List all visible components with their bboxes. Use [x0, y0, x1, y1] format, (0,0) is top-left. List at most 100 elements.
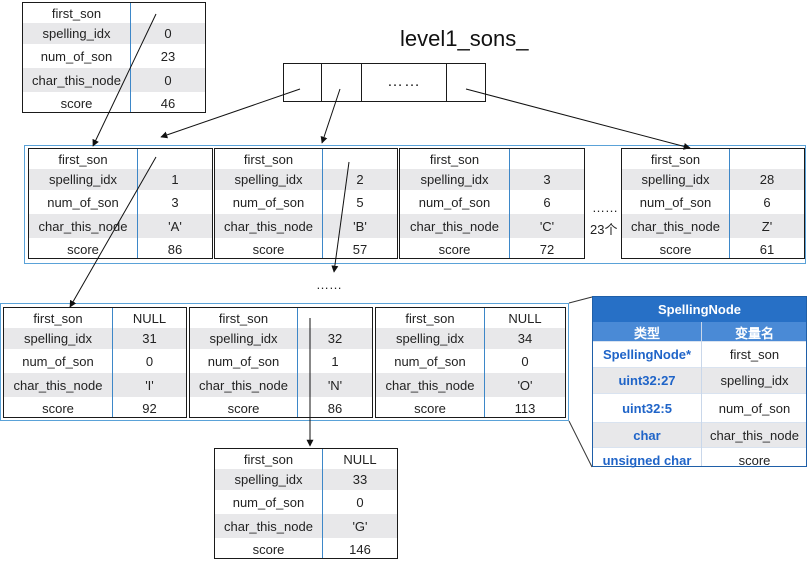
legend-var-name: num_of_son [718, 401, 791, 416]
node-row-char-this-node: char_this_node'O' [376, 373, 565, 397]
field-name: num_of_son [22, 353, 94, 369]
field-value: 92 [142, 400, 157, 416]
node-row-num-of-son: num_of_son 3 [29, 190, 212, 214]
field-name: char_this_node [224, 218, 313, 234]
field-name: num_of_son [394, 353, 466, 369]
field-name: first_son [650, 151, 701, 167]
field-value: 'A' [168, 218, 182, 234]
field-value: 34 [517, 331, 533, 346]
column-divider [130, 3, 131, 112]
field-value: 5 [356, 194, 364, 210]
node-row-char-this-node: char_this_node'B' [215, 214, 397, 238]
field-value: 61 [759, 241, 775, 257]
field-value: Z' [761, 218, 773, 234]
field-value: 86 [327, 400, 343, 416]
field-name: score [227, 400, 260, 416]
field-name: char_this_node [385, 377, 475, 393]
level1-group [24, 145, 806, 264]
field-value: 3 [171, 194, 179, 210]
node-row-num-of-son: num_of_son 5 [215, 190, 397, 214]
field-name: spelling_idx [234, 172, 303, 187]
field-name: num_of_son [47, 194, 119, 210]
legend-var-name: first_son [729, 347, 780, 362]
field-name: spelling_idx [396, 331, 464, 346]
field-name: char_this_node [32, 72, 121, 88]
node-row-first-son: first_son [23, 3, 205, 23]
node-row-first-son: first_son [622, 149, 804, 169]
field-name: char_this_node [224, 518, 313, 534]
column-divider [297, 308, 298, 417]
field-value: 1 [331, 353, 339, 369]
field-value: 23 [160, 48, 176, 64]
node-row-first-son: first_son [400, 149, 584, 169]
field-name: spelling_idx [209, 331, 278, 346]
field-name: char_this_node [38, 218, 128, 234]
node-row-first-son: first_son [215, 149, 397, 169]
legend-header-row: 类型 变量名 [593, 322, 806, 341]
field-value: 'N' [327, 377, 343, 393]
field-name: spelling_idx [42, 26, 111, 41]
node-row-score: score 86 [190, 397, 372, 419]
array-title: level1_sons_ [400, 26, 529, 51]
column-divider [729, 149, 730, 258]
array-ellipsis: …… [387, 73, 421, 90]
field-name: score [414, 400, 446, 416]
node-row-char-this-node: char_this_node 'A' [29, 214, 212, 238]
legend-type: unsigned char [602, 453, 692, 468]
field-name: spelling_idx [641, 172, 710, 187]
field-name: num_of_son [207, 353, 280, 369]
field-value: 1 [171, 172, 179, 187]
field-value: 'G' [352, 518, 368, 534]
field-name: score [67, 241, 99, 257]
node-row-num-of-son: num_of_son 23 [23, 44, 205, 68]
spellingnode-legend-table: SpellingNode 类型 变量名 SpellingNode*first_s… [592, 296, 807, 468]
node-row-first-son: first_son [190, 308, 372, 328]
array-cell-1 [283, 63, 322, 102]
field-value: 0 [164, 72, 172, 88]
column-divider [112, 308, 113, 417]
array-cell-ellipsis: …… [361, 63, 447, 102]
field-name: num_of_son [40, 48, 113, 64]
field-name: num_of_son [232, 194, 305, 210]
column-divider [509, 149, 510, 258]
field-name: spelling_idx [420, 172, 489, 187]
field-name: first_son [58, 151, 108, 167]
field-value: 31 [142, 331, 157, 346]
legend-col-name: 变量名 [734, 326, 774, 341]
field-value: 0 [145, 353, 154, 369]
field-name: score [252, 241, 285, 257]
legend-type: char [633, 428, 661, 443]
legend-title: SpellingNode [593, 297, 806, 322]
field-name: first_son [218, 310, 269, 326]
field-name: num_of_son [418, 194, 491, 210]
field-name: first_son [429, 151, 480, 167]
level2-group [0, 303, 569, 421]
field-value: 32 [327, 331, 343, 346]
node-row-char-this-node: char_this_node'C' [400, 214, 584, 238]
field-value: 146 [349, 541, 371, 557]
field-value: 6 [763, 194, 771, 210]
legend-column-divider [701, 322, 702, 466]
